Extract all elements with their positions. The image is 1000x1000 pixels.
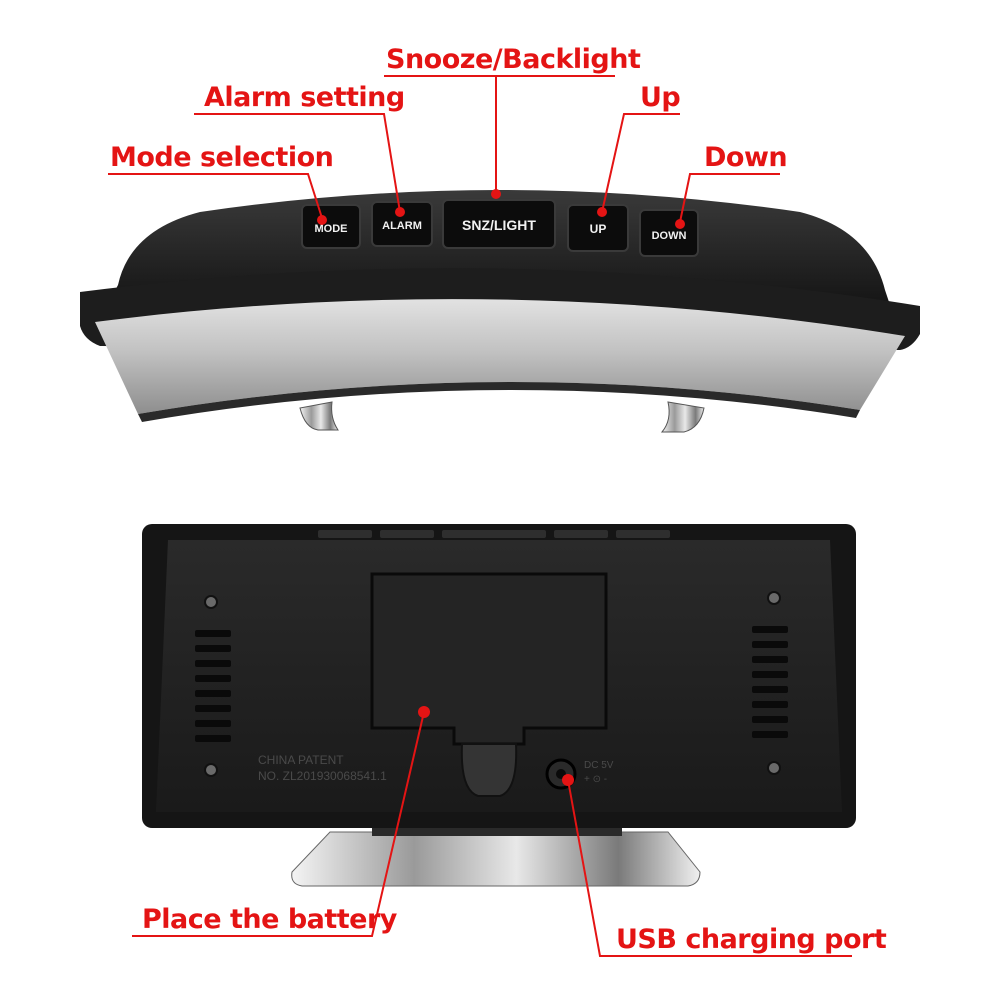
callout-place-battery: Place the battery	[142, 904, 397, 935]
right-speaker-grille	[752, 626, 788, 738]
down-button[interactable]: DOWN	[639, 209, 699, 257]
up-button[interactable]: UP	[567, 204, 629, 252]
mode-button-label: MODE	[315, 223, 348, 235]
top-view-clock: MODE ALARM SNZ/LIGHT UP DOWN	[80, 190, 920, 433]
alarm-leader	[194, 113, 401, 213]
down-button-label: DOWN	[652, 230, 687, 242]
callout-down: Down	[704, 142, 788, 173]
up-button-label: UP	[590, 222, 607, 236]
callout-usb-port: USB charging port	[616, 924, 887, 955]
chrome-stand	[291, 831, 701, 887]
callout-alarm-setting: Alarm setting	[204, 82, 405, 113]
patent-text-line2: NO. ZL201930068541.1	[258, 769, 387, 783]
dc-label-1: DC 5V	[584, 760, 614, 771]
left-foot	[299, 401, 339, 431]
mode-button[interactable]: MODE	[301, 204, 361, 249]
callout-up: Up	[640, 82, 681, 113]
alarm-button-label: ALARM	[382, 220, 422, 232]
alarm-button[interactable]: ALARM	[371, 201, 433, 247]
bezel-bottom-edge	[138, 381, 860, 422]
callout-dots	[317, 189, 685, 786]
patent-text-line1: CHINA PATENT	[258, 753, 344, 767]
callout-mode-selection: Mode selection	[110, 142, 334, 173]
left-speaker-grille	[195, 630, 231, 742]
stand-mount	[460, 743, 518, 797]
usb-leader	[567, 779, 852, 957]
callout-lines	[108, 75, 852, 957]
down-leader	[679, 173, 780, 223]
screw-icon	[204, 591, 781, 777]
back-view-clock: CHINA PATENT NO. ZL201930068541.1 DC 5V …	[142, 524, 856, 887]
edge-nubs	[318, 530, 670, 538]
callout-snooze-backlight: Snooze/Backlight	[386, 44, 641, 75]
snz-light-button[interactable]: SNZ/LIGHT	[442, 199, 556, 249]
dc-label-2: + ⊙ -	[584, 774, 607, 785]
right-foot	[660, 401, 705, 433]
snz-light-button-label: SNZ/LIGHT	[462, 217, 536, 233]
battery-cover[interactable]	[370, 572, 608, 746]
up-leader	[601, 113, 680, 213]
battery-leader	[132, 711, 425, 937]
mirror-screen	[95, 299, 905, 414]
mode-leader	[108, 173, 323, 219]
